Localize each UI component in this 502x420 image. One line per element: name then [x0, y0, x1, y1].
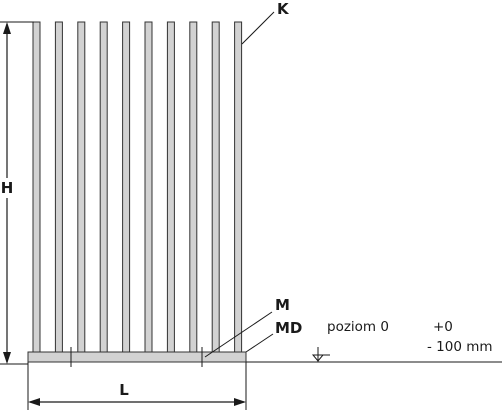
k-label: K — [277, 0, 290, 18]
vertical-bars-group — [32, 21, 243, 353]
m-label: M — [275, 296, 290, 314]
height-dimension: H — [0, 21, 34, 365]
level-marker-icon — [311, 347, 330, 362]
height-arrow-top — [3, 22, 11, 34]
height-label: H — [1, 179, 14, 197]
base-rail — [27, 351, 247, 363]
vertical-bar — [32, 21, 41, 353]
vertical-bar — [234, 21, 243, 353]
height-arrow-bottom — [3, 352, 11, 364]
vertical-bar — [144, 21, 153, 353]
vertical-bar — [166, 21, 175, 353]
vertical-bar — [54, 21, 63, 353]
vertical-bar — [211, 21, 220, 353]
height-label-bg — [1, 178, 14, 198]
level-minus-label: - 100 mm — [427, 339, 493, 355]
level-name-label: poziom 0 — [327, 319, 389, 335]
md-label: MD — [275, 319, 302, 337]
length-arrow-left — [28, 398, 40, 406]
vertical-bar — [189, 21, 198, 353]
length-arrow-right — [234, 398, 246, 406]
length-dimension: L — [27, 362, 247, 410]
vertical-bar — [122, 21, 131, 353]
m-leader — [204, 311, 273, 358]
md-leader — [245, 333, 274, 353]
vertical-bar — [99, 21, 108, 353]
length-label: L — [119, 381, 129, 399]
vertical-bar — [77, 21, 86, 353]
k-leader — [241, 11, 275, 45]
level-plus-label: +0 — [433, 319, 453, 335]
